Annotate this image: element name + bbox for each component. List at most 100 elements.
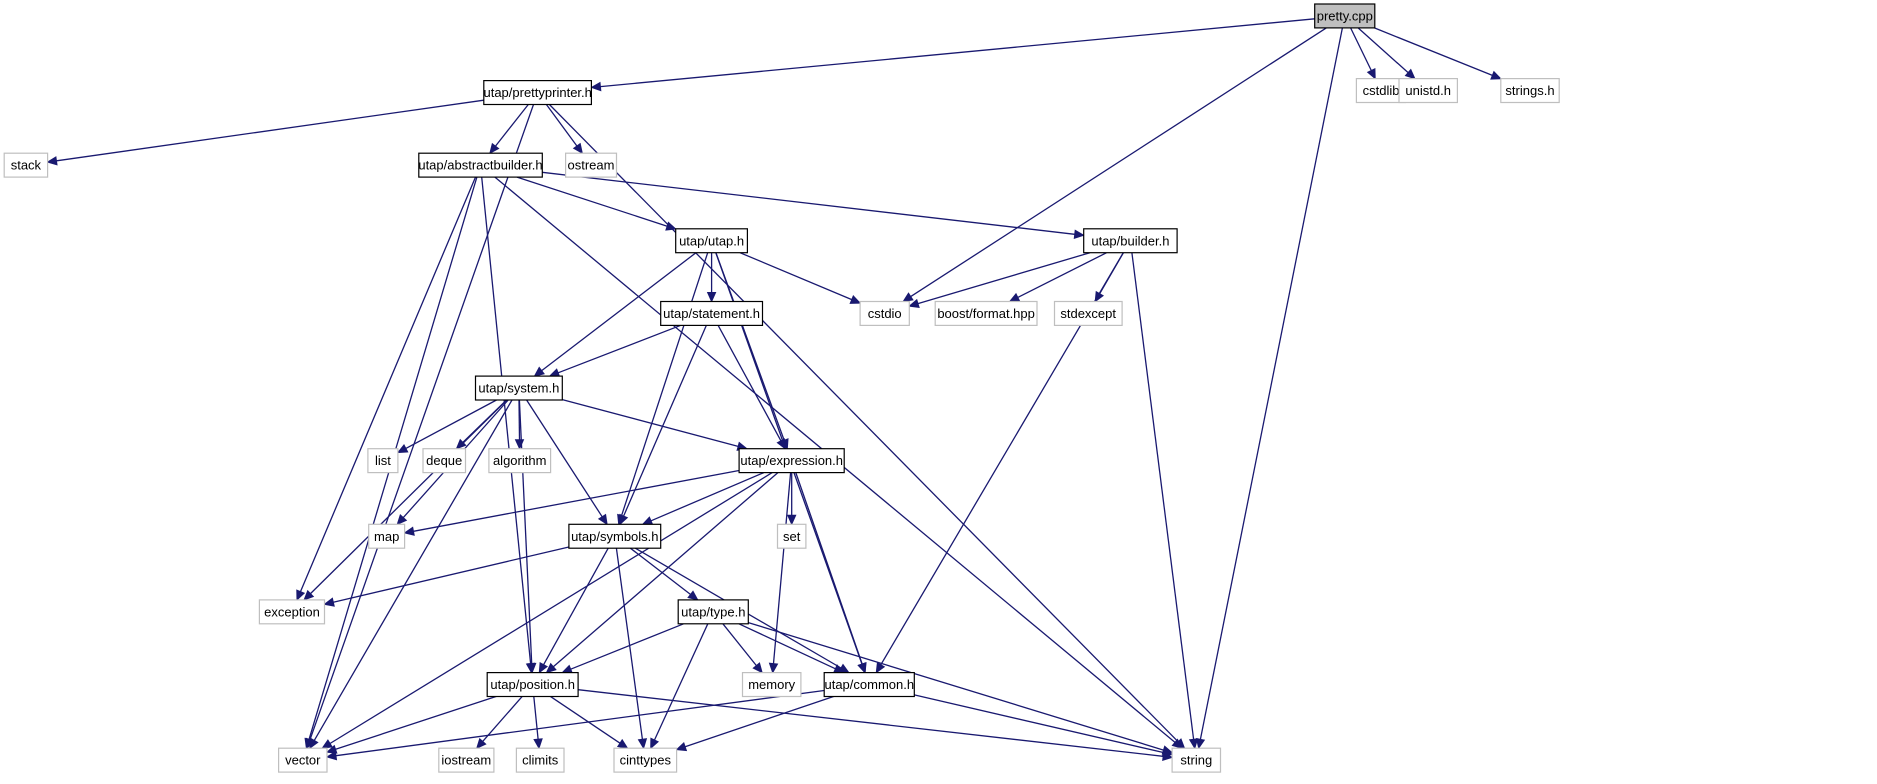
node-box xyxy=(660,300,764,326)
node-box xyxy=(859,300,910,326)
edge-arrowhead xyxy=(908,298,920,308)
edge-arrowhead xyxy=(475,737,487,750)
node-stdexcept: stdexcept xyxy=(1053,300,1123,326)
node-box xyxy=(1053,300,1123,326)
edge-arrowhead xyxy=(1195,737,1206,750)
edge-arrowhead xyxy=(641,516,654,526)
node-box xyxy=(1171,747,1222,773)
edge-arrowhead xyxy=(561,664,573,674)
edge-arrowhead xyxy=(706,292,717,303)
edge-line xyxy=(620,252,709,517)
edge-arrowhead xyxy=(675,742,688,752)
edge-symbols_h-to-position_h xyxy=(538,547,609,674)
node-box xyxy=(1398,77,1459,104)
node-stack: stack xyxy=(3,152,49,178)
node-builder_h[interactable]: utap/builder.h xyxy=(1083,228,1178,254)
node-label: cinttypes xyxy=(620,753,672,768)
edge-arrowhead xyxy=(572,142,584,155)
edge-arrowhead xyxy=(619,513,629,526)
node-pretty_cpp[interactable]: pretty.cpp xyxy=(1314,3,1376,29)
node-label: memory xyxy=(748,677,795,692)
edge-abstractbuilder_h-to-utap_h xyxy=(516,176,677,231)
node-climits: climits xyxy=(515,747,565,773)
edge-system_h-to-symbols_h xyxy=(526,399,608,526)
edge-arrowhead xyxy=(1490,70,1502,80)
node-utap_h[interactable]: utap/utap.h xyxy=(675,228,749,254)
node-box xyxy=(483,79,592,106)
edge-pretty_cpp-to-strings_h xyxy=(1374,27,1502,80)
edge-line xyxy=(684,695,835,748)
node-box xyxy=(1314,3,1376,29)
edge-type_h-to-memory xyxy=(722,623,763,674)
node-abstractbuilder_h[interactable]: utap/abstractbuilder.h xyxy=(418,152,543,178)
node-label: utap/utap.h xyxy=(679,233,744,248)
edge-utap_h-to-symbols_h xyxy=(617,252,709,526)
edge-expression_h-to-set xyxy=(786,472,797,526)
node-statement_h[interactable]: utap/statement.h xyxy=(660,300,764,326)
node-type_h[interactable]: utap/type.h xyxy=(677,599,749,625)
edge-arrowhead xyxy=(533,738,543,750)
edge-line xyxy=(615,548,644,740)
edge-line xyxy=(335,695,497,750)
edge-line xyxy=(623,325,707,517)
node-label: boost/format.hpp xyxy=(937,306,1035,321)
edge-position_h-to-vector xyxy=(325,695,497,754)
node-strings_h: strings.h xyxy=(1500,77,1560,104)
node-box xyxy=(418,152,543,178)
edge-line xyxy=(738,623,836,670)
edge-utap_h-to-system_h xyxy=(533,252,697,377)
edge-utap_h-to-cstdio xyxy=(739,252,862,304)
edge-arrowhead xyxy=(786,514,797,526)
edge-position_h-to-cinttypes xyxy=(550,695,629,749)
edge-line xyxy=(481,177,532,664)
edge-arrowhead xyxy=(1171,738,1183,749)
node-vector: vector xyxy=(278,747,328,773)
node-box xyxy=(776,523,807,549)
node-symbols_h[interactable]: utap/symbols.h xyxy=(568,523,662,549)
node-box xyxy=(486,671,579,698)
edge-expression_h-to-map xyxy=(403,469,740,536)
node-box xyxy=(515,747,565,773)
edge-line xyxy=(717,324,782,442)
node-label: unistd.h xyxy=(1405,83,1451,98)
edge-expression_h-to-common_h xyxy=(795,472,867,674)
edge-arrowhead xyxy=(309,737,319,750)
edge-prettyprinter_h-to-ostream xyxy=(545,104,584,155)
edge-line xyxy=(557,324,682,374)
edge-prettyprinter_h-to-string xyxy=(548,104,1186,750)
edge-arrowhead xyxy=(665,221,677,231)
node-box xyxy=(823,671,915,698)
node-box xyxy=(3,152,49,178)
edge-line xyxy=(533,696,539,740)
edge-statement_h-to-system_h xyxy=(548,324,682,378)
edge-type_h-to-cinttypes xyxy=(650,623,709,750)
edge-arrowhead xyxy=(902,292,914,303)
edge-pretty_cpp-to-unistd_h xyxy=(1357,27,1416,80)
edge-line xyxy=(795,472,863,665)
edge-arrowhead xyxy=(637,738,648,750)
node-system_h[interactable]: utap/system.h xyxy=(474,375,563,401)
node-label: ostream xyxy=(568,158,615,173)
node-prettyprinter_h[interactable]: utap/prettyprinter.h xyxy=(483,79,592,106)
edge-line xyxy=(56,99,484,162)
node-expression_h[interactable]: utap/expression.h xyxy=(738,448,845,474)
node-common_h[interactable]: utap/common.h xyxy=(823,671,915,698)
edge-arrowhead xyxy=(325,750,338,761)
edge-utap_h-to-statement_h xyxy=(706,252,717,303)
node-box xyxy=(564,152,618,178)
edge-line xyxy=(578,689,1164,757)
edge-arrowhead xyxy=(514,439,525,450)
node-cstdio: cstdio xyxy=(859,300,910,326)
edge-line xyxy=(482,695,523,742)
edge-common_h-to-vector xyxy=(325,689,825,761)
node-box xyxy=(474,375,563,401)
edge-line xyxy=(548,104,1179,743)
edge-pretty_cpp-to-prettyprinter_h xyxy=(590,18,1315,92)
edge-arrowhead xyxy=(1188,738,1199,750)
node-memory: memory xyxy=(741,671,802,698)
edge-line xyxy=(914,694,1164,754)
node-label: cstdlib xyxy=(1363,83,1400,98)
node-box xyxy=(367,448,399,474)
node-position_h[interactable]: utap/position.h xyxy=(486,671,579,698)
edge-line xyxy=(462,399,508,443)
